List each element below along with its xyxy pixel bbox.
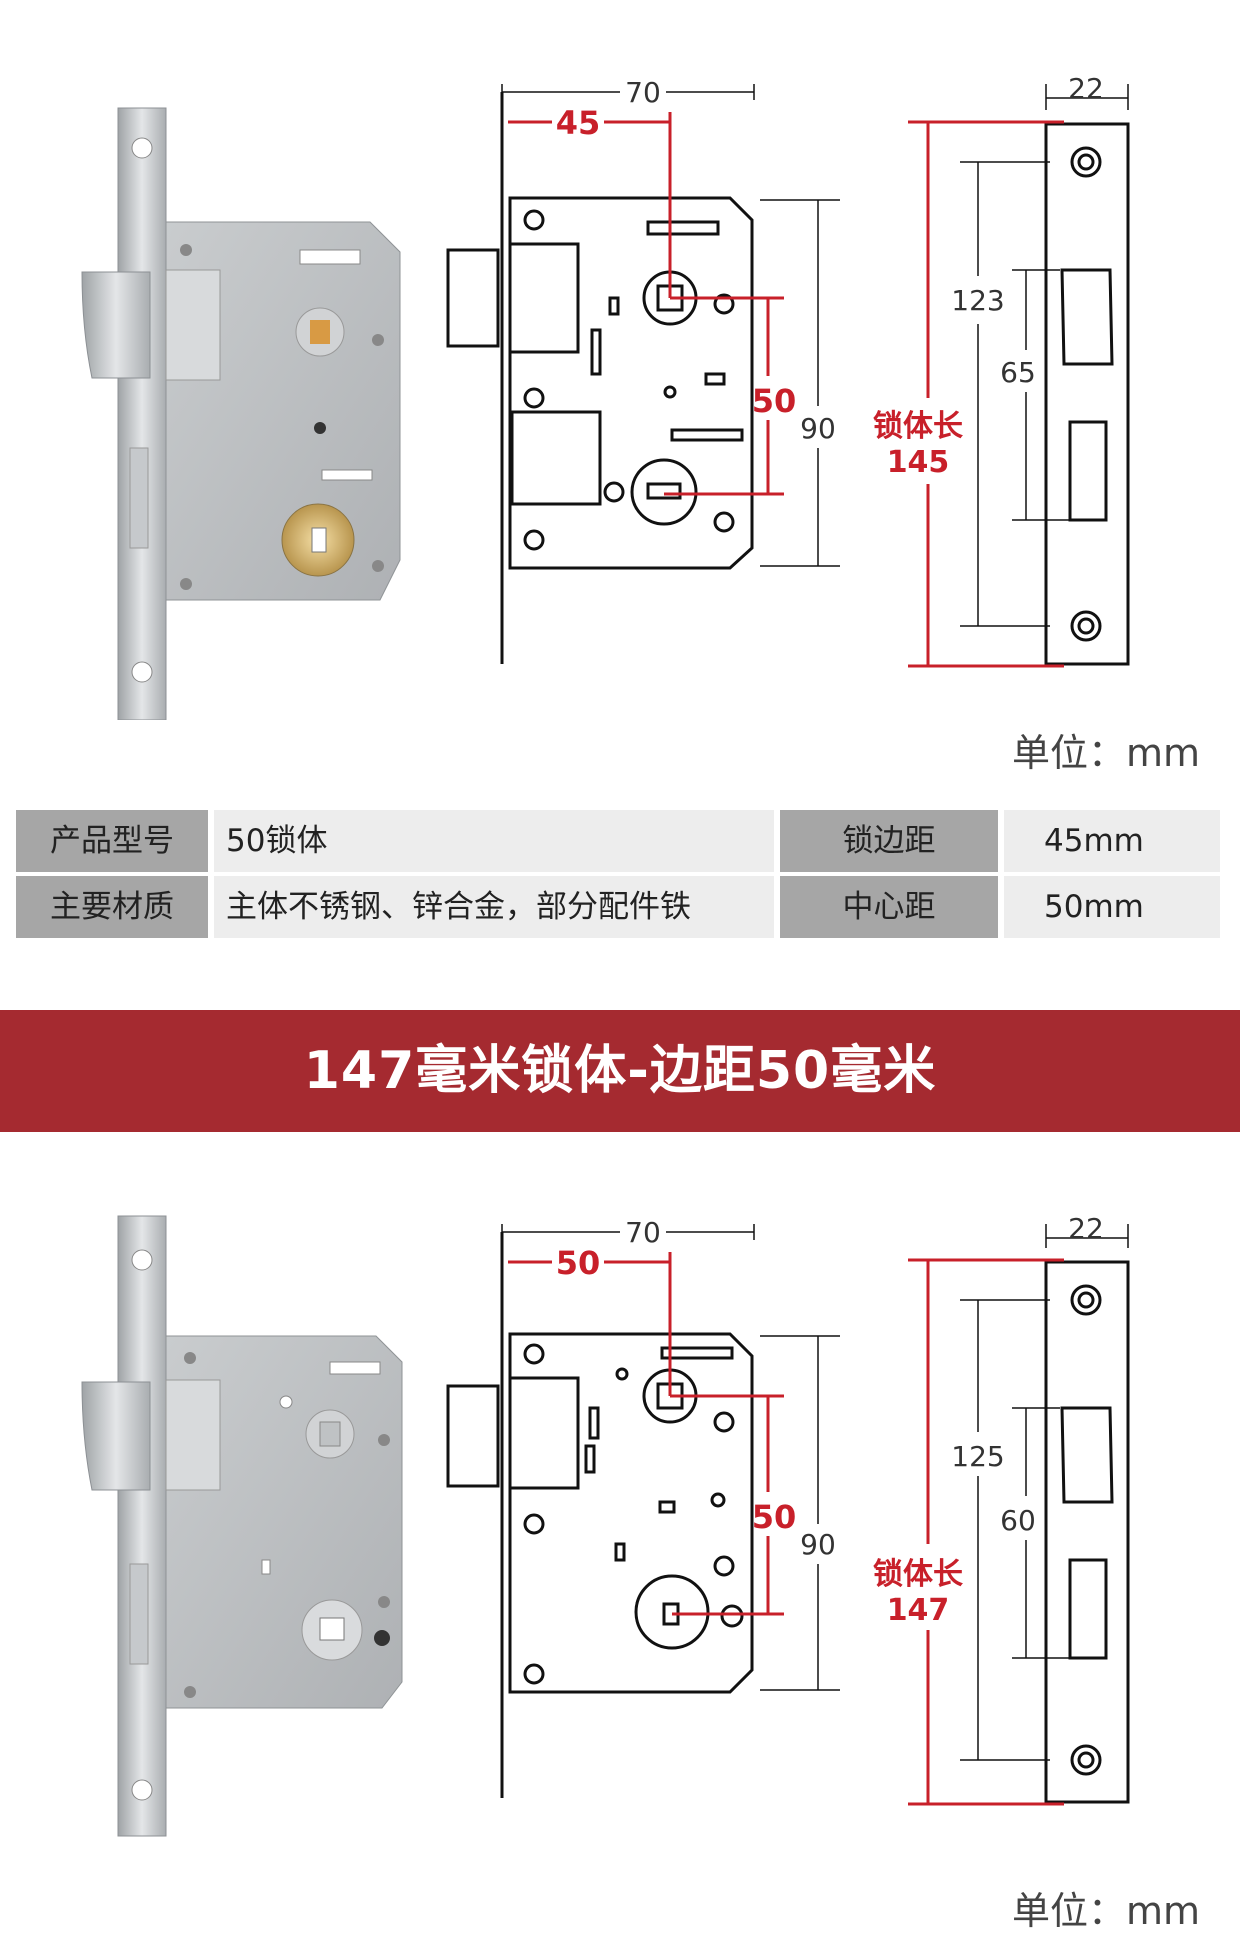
backset-label: 45 [556,104,601,142]
spec-label-material: 主要材质 [16,876,208,938]
lock-photo [81,1215,403,1837]
spec-table: 产品型号 50锁体 锁边距 45mm 主要材质 主体不锈钢、锌合金，部分配件铁 … [16,810,1220,940]
spec-label-center: 中心距 [780,876,998,938]
spec-value-backset: 45mm [1004,810,1220,872]
lock-length-title: 锁体长 [873,409,963,444]
lock-section-2: 70 50 50 90 [0,1140,1240,1933]
spec-label-model: 产品型号 [16,810,208,872]
unit-label: 单位：mm [1011,731,1200,775]
lock-front-drawing [446,1232,754,1798]
width-top-label: 70 [625,76,661,109]
thickness-label: 22 [1068,1212,1104,1245]
section-banner: 147毫米锁体-边距50毫米 [0,1010,1240,1132]
lock-side-drawing [1044,1260,1130,1804]
spec-value-material: 主体不锈钢、锌合金，部分配件铁 [214,876,774,938]
lock-diagram-1: 70 45 50 90 [81,72,1130,721]
lock-length-value: 145 [887,445,950,480]
lock-diagram-2: 70 50 50 90 [81,1212,1130,1837]
spec-value-center: 50mm [1004,876,1220,938]
screw-span-label: 125 [951,1440,1004,1473]
front-height-label: 90 [800,412,836,445]
spec-value-model: 50锁体 [214,810,774,872]
lock-length-title: 锁体长 [873,1557,963,1592]
lock-section-1: 70 45 50 90 [0,0,1240,960]
screw-span-label: 123 [951,284,1004,317]
center-distance-label: 50 [752,1498,797,1536]
lock-front-drawing [446,92,754,664]
latch-span-label: 65 [1000,356,1036,389]
center-distance-label: 50 [752,382,797,420]
front-height-label: 90 [800,1528,836,1561]
backset-label: 50 [556,1244,601,1282]
thickness-label: 22 [1068,72,1104,105]
lock-photo [81,107,401,721]
unit-label: 单位：mm [1011,1889,1200,1933]
latch-span-label: 60 [1000,1504,1036,1537]
lock-length-value: 147 [887,1593,950,1628]
width-top-label: 70 [625,1216,661,1249]
spec-label-backset: 锁边距 [780,810,998,872]
lock-side-drawing [1044,122,1130,666]
